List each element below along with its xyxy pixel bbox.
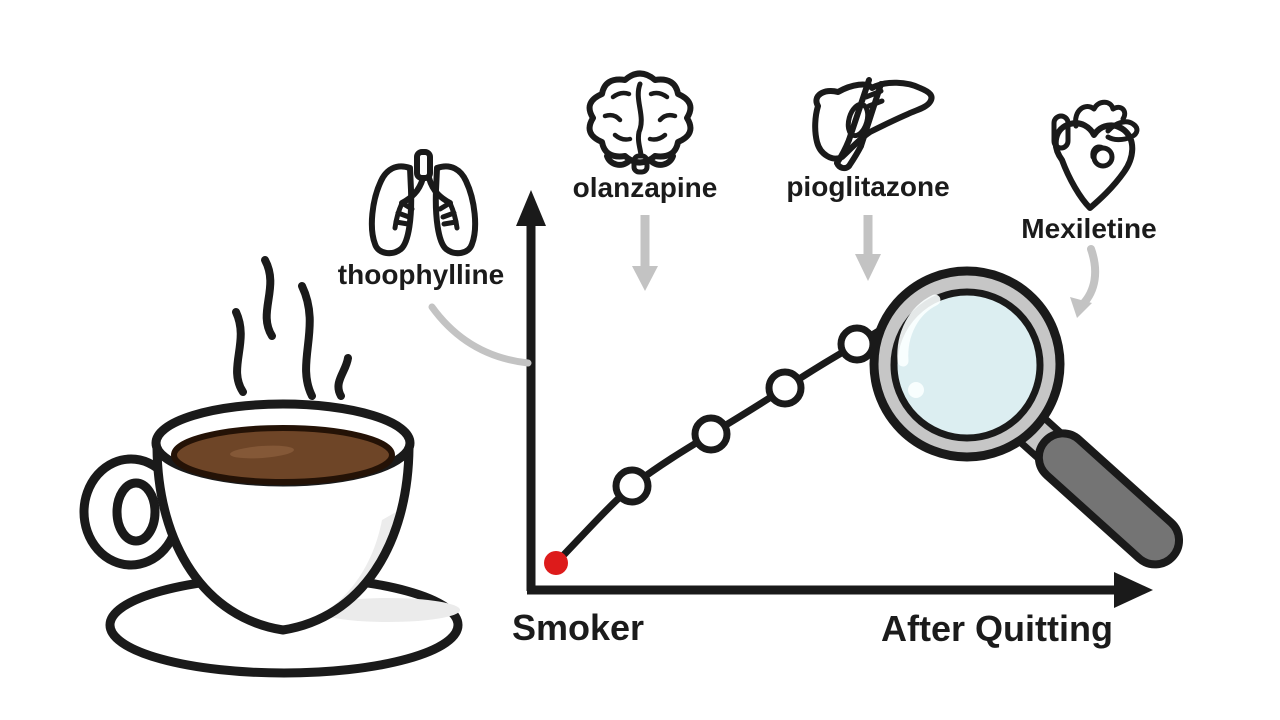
data-point-open xyxy=(765,368,805,408)
cup-body-fill xyxy=(157,440,409,630)
x-axis xyxy=(527,572,1153,608)
mexiletine-arrowhead xyxy=(1070,297,1092,318)
x-axis-label-after-quitting: After Quitting xyxy=(881,608,1113,649)
data-point-open xyxy=(837,324,877,364)
theophylline-label: thoophylline xyxy=(338,259,504,290)
brain-icon xyxy=(586,70,694,175)
saucer-shadow xyxy=(316,598,460,622)
y-axis-arrowhead xyxy=(516,190,546,226)
data-point-open xyxy=(691,414,731,454)
mexiletine-label: Mexiletine xyxy=(1021,213,1156,244)
cup-body-outline xyxy=(152,443,414,635)
gray-curved-arrow-icon xyxy=(1070,245,1100,318)
start-red-dot xyxy=(544,551,568,575)
magnifier-handle xyxy=(1034,429,1184,569)
gray-down-arrow-icon xyxy=(632,215,658,291)
olanzapine-arrowhead xyxy=(632,266,658,291)
gray-down-arrow-icon xyxy=(855,215,881,281)
lungs-icon xyxy=(368,149,479,257)
x-axis-label-smoker: Smoker xyxy=(512,607,644,648)
heart-icon xyxy=(1051,99,1140,211)
pioglitazone-label: pioglitazone xyxy=(786,171,949,202)
pioglitazone-arrowhead xyxy=(855,254,881,281)
theophylline-connector-curve xyxy=(428,303,532,367)
cup-inner-shading xyxy=(310,512,396,620)
steam-icon xyxy=(232,256,352,400)
olanzapine-label: olanzapine xyxy=(573,172,718,203)
lens-highlight-dot xyxy=(908,382,924,398)
coffee-cup-icon xyxy=(79,256,463,678)
mexiletine-arrow-shaft xyxy=(1079,245,1100,308)
liver-icon xyxy=(812,77,935,172)
cup-handle xyxy=(79,454,183,570)
axes xyxy=(516,190,1153,608)
curve-markers xyxy=(544,324,877,575)
coffee-highlight xyxy=(230,445,294,459)
data-point-open xyxy=(612,466,652,506)
magnifier-lens xyxy=(890,288,1044,442)
x-axis-arrowhead xyxy=(1114,572,1153,608)
magnifying-glass-icon xyxy=(869,266,1184,569)
y-axis xyxy=(516,190,546,591)
lens-highlight xyxy=(897,294,941,367)
